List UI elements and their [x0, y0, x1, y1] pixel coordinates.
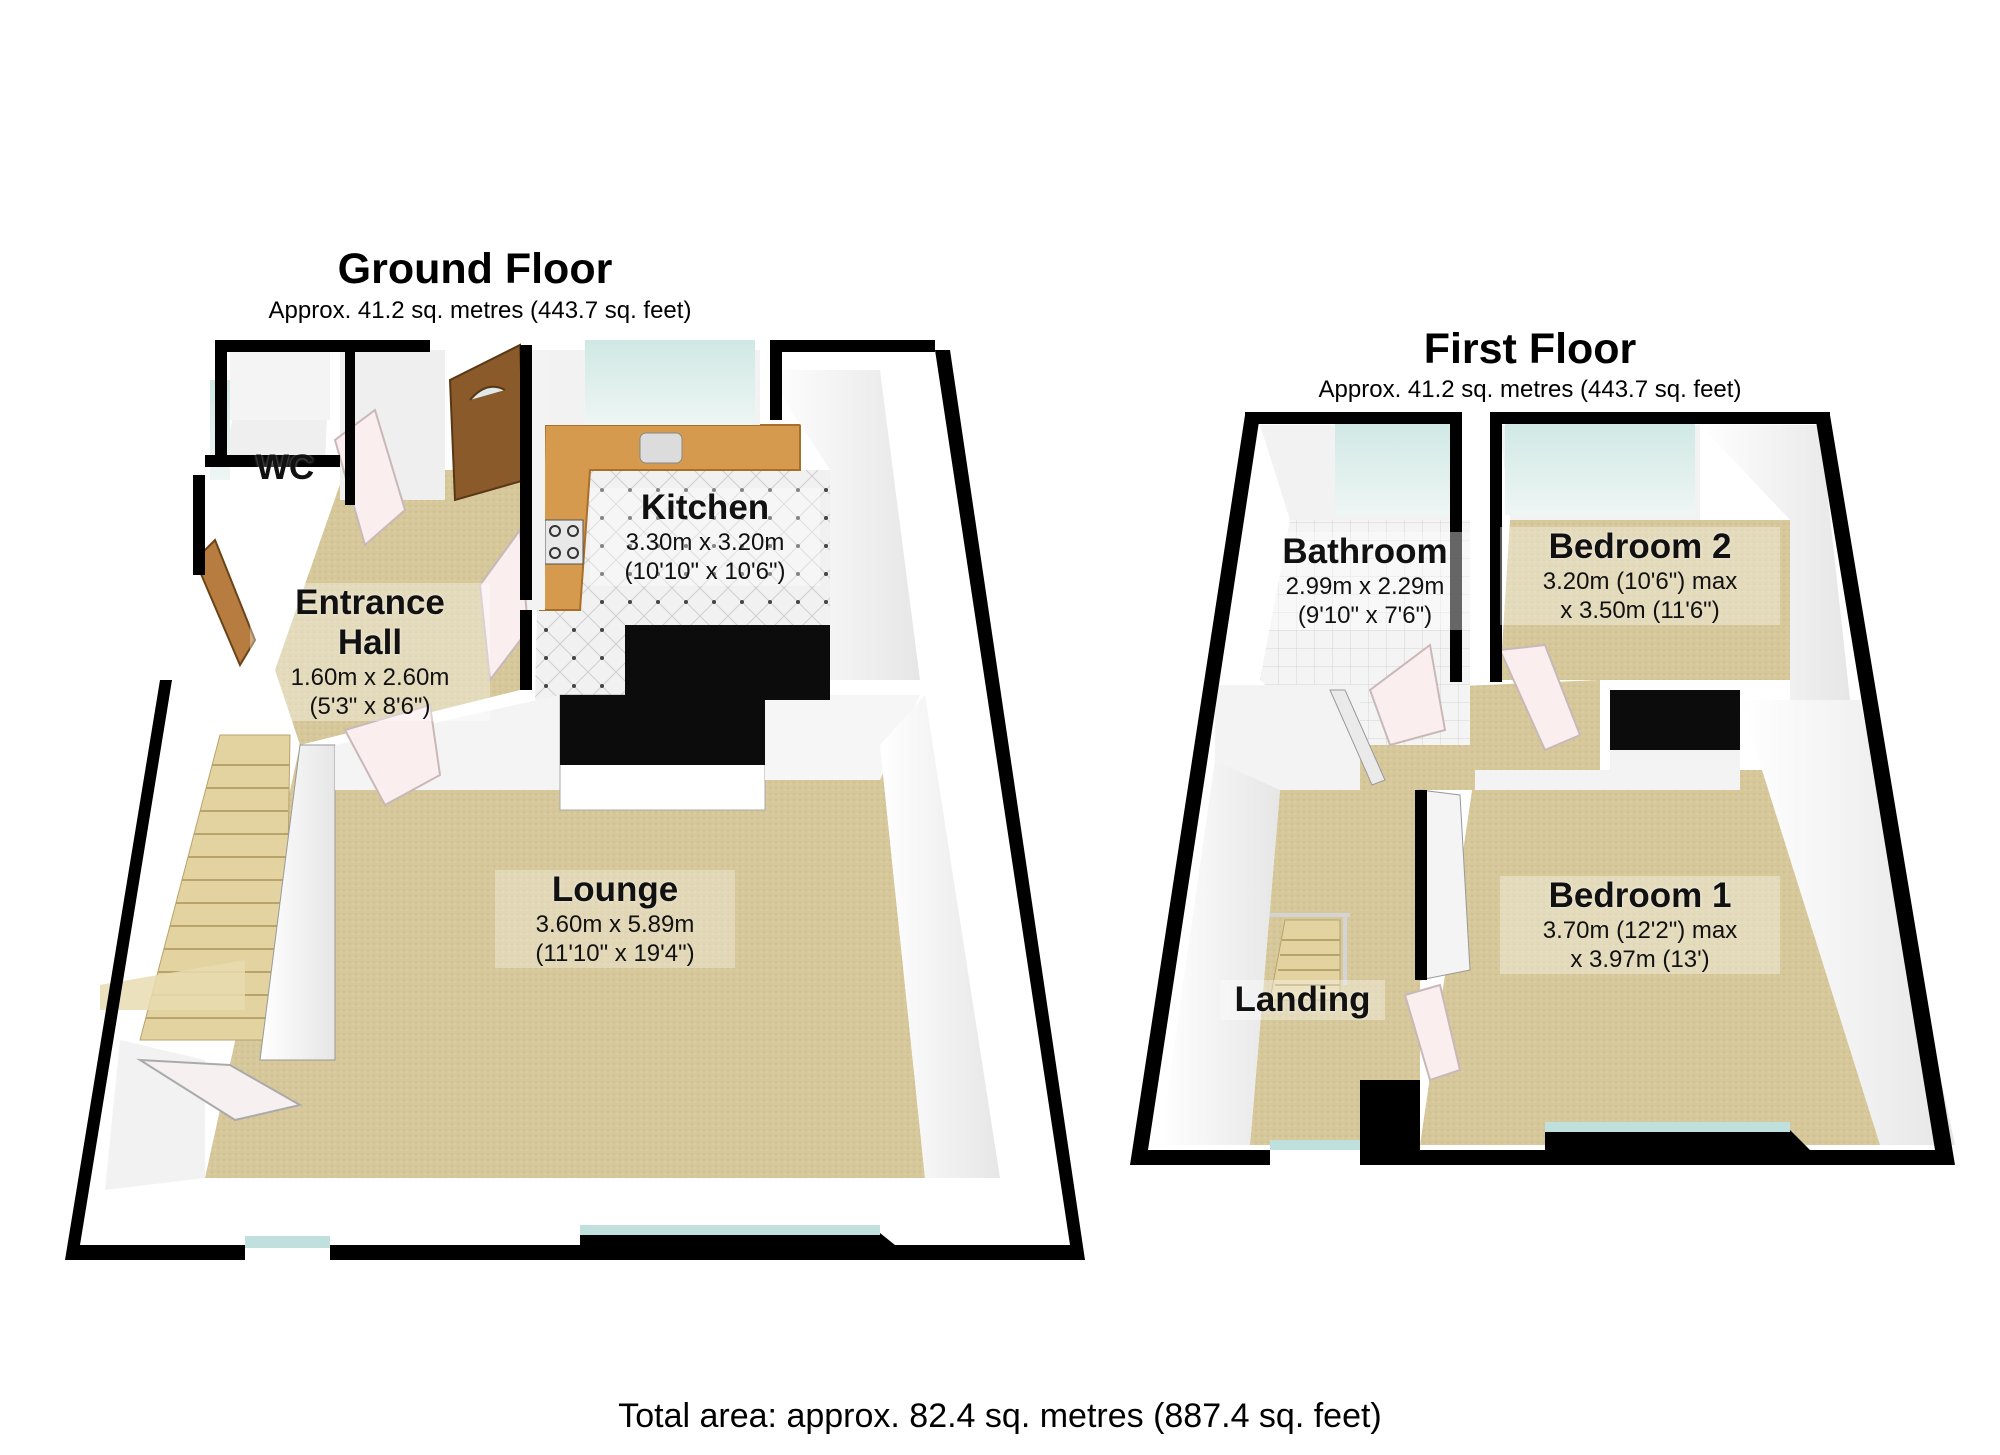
first-floor-title: First Floor	[1423, 325, 1637, 373]
bedroom1-right-wall-face	[1740, 700, 1955, 1145]
bedroom2-right-wall-face	[1700, 425, 1850, 700]
first-floor-plan	[1130, 412, 1955, 1165]
first-floor-front-window-left	[1270, 1140, 1360, 1150]
bathroom-name: Bathroom	[1282, 532, 1448, 571]
front-door	[448, 343, 527, 502]
hall-side-door	[193, 538, 257, 668]
room-label-lounge: Lounge 3.60m x 5.89m (11'10" x 19'4")	[495, 870, 735, 968]
entrance-hall-name-line2: Hall	[337, 623, 403, 662]
entrance-hall-name-line1: Entrance	[295, 583, 445, 622]
kitchen-name: Kitchen	[640, 488, 770, 527]
ground-staircase	[100, 734, 291, 1041]
bathroom-door	[1368, 643, 1447, 747]
ground-floor-outer-walls	[65, 340, 1085, 1260]
room-label-entrance-hall: Entrance Hall 1.60m x 2.60m (5'3" x 8'6"…	[250, 583, 490, 721]
bedroom1-floor	[1420, 770, 1880, 1145]
first-floor-outer-walls	[1130, 412, 1955, 1165]
kitchen-dim-imperial: (10'10" x 10'6")	[624, 558, 786, 585]
ground-floor-plan	[65, 340, 1085, 1260]
bedroom2-door	[1498, 643, 1582, 752]
lounge-door	[343, 703, 442, 807]
bathroom-dim-metric: 2.99m x 2.29m	[1285, 573, 1445, 600]
bathroom-dim-imperial: (9'10" x 7'6")	[1297, 602, 1433, 629]
entrance-hall-floor	[275, 470, 530, 745]
lounge-floor	[205, 745, 925, 1178]
kitchen-window	[585, 340, 755, 425]
bedroom2-name: Bedroom 2	[1548, 527, 1732, 566]
kitchen-sink	[639, 432, 683, 464]
kitchen-divider-wall	[625, 625, 830, 700]
lounge-front-window-right	[580, 1225, 880, 1235]
first-floor-front-window-right	[1545, 1122, 1790, 1132]
kitchen-right-wall-face	[765, 370, 920, 680]
hob	[544, 519, 584, 565]
lounge-radiator-door	[136, 1058, 303, 1122]
landing-top-wall-face	[1215, 685, 1360, 790]
entrance-hall-dim-metric: 1.60m x 2.60m	[290, 664, 450, 691]
bedroom2-dim-metric: 3.20m (10'6") max	[1542, 568, 1738, 595]
bedroom1-alcove-wall	[1610, 690, 1740, 750]
landing-left-wall-face	[1160, 760, 1280, 1145]
chimney-breast-top	[560, 695, 765, 765]
room-label-landing: Landing	[1220, 980, 1385, 1020]
bedroom1-door	[1403, 983, 1462, 1082]
room-label-bathroom: Bathroom 2.99m x 2.29m (9'10" x 7'6")	[1260, 532, 1470, 630]
room-label-wc: WC	[245, 448, 325, 488]
room-label-kitchen: Kitchen 3.30m x 3.20m (10'10" x 10'6")	[590, 488, 820, 586]
bathroom-window	[1335, 420, 1455, 515]
room-label-bedroom2: Bedroom 2 3.20m (10'6") max x 3.50m (11'…	[1500, 527, 1780, 625]
lounge-name: Lounge	[551, 870, 679, 909]
lounge-dim-imperial: (11'10" x 19'4")	[535, 940, 695, 967]
lounge-right-back-wall-face	[765, 695, 920, 780]
wc-back-wall-face	[230, 350, 330, 420]
bedroom1-dim-imperial: x 3.97m (13')	[1570, 946, 1710, 973]
lounge-front-window-left	[245, 1236, 330, 1248]
bedroom2-floor	[1500, 520, 1790, 680]
bedroom1-cupboard	[1419, 789, 1471, 981]
lounge-dim-metric: 3.60m x 5.89m	[535, 911, 695, 938]
bedroom1-name: Bedroom 1	[1548, 876, 1732, 915]
landing-name: Landing	[1234, 980, 1371, 1019]
bedroom1-dim-metric: 3.70m (12'2") max	[1542, 917, 1738, 944]
room-label-bedroom1: Bedroom 1 3.70m (12'2") max x 3.97m (13'…	[1500, 876, 1780, 974]
kitchen-dim-metric: 3.30m x 3.20m	[625, 529, 785, 556]
bedroom2-window	[1505, 420, 1695, 515]
bathroom-door-leaf	[1329, 689, 1386, 786]
ground-floor-title: Ground Floor	[337, 245, 613, 293]
bedroom2-dim-imperial: x 3.50m (11'6")	[1560, 597, 1720, 624]
first-floor-area: Approx. 41.2 sq. metres (443.7 sq. feet)	[1318, 376, 1742, 403]
total-area: Total area: approx. 82.4 sq. metres (887…	[618, 1397, 1382, 1435]
lounge-right-wall-face	[880, 695, 1000, 1178]
ground-floor-area: Approx. 41.2 sq. metres (443.7 sq. feet)	[268, 297, 692, 324]
entrance-hall-dim-imperial: (5'3" x 8'6")	[309, 693, 431, 720]
wc-name: WC	[255, 448, 315, 487]
